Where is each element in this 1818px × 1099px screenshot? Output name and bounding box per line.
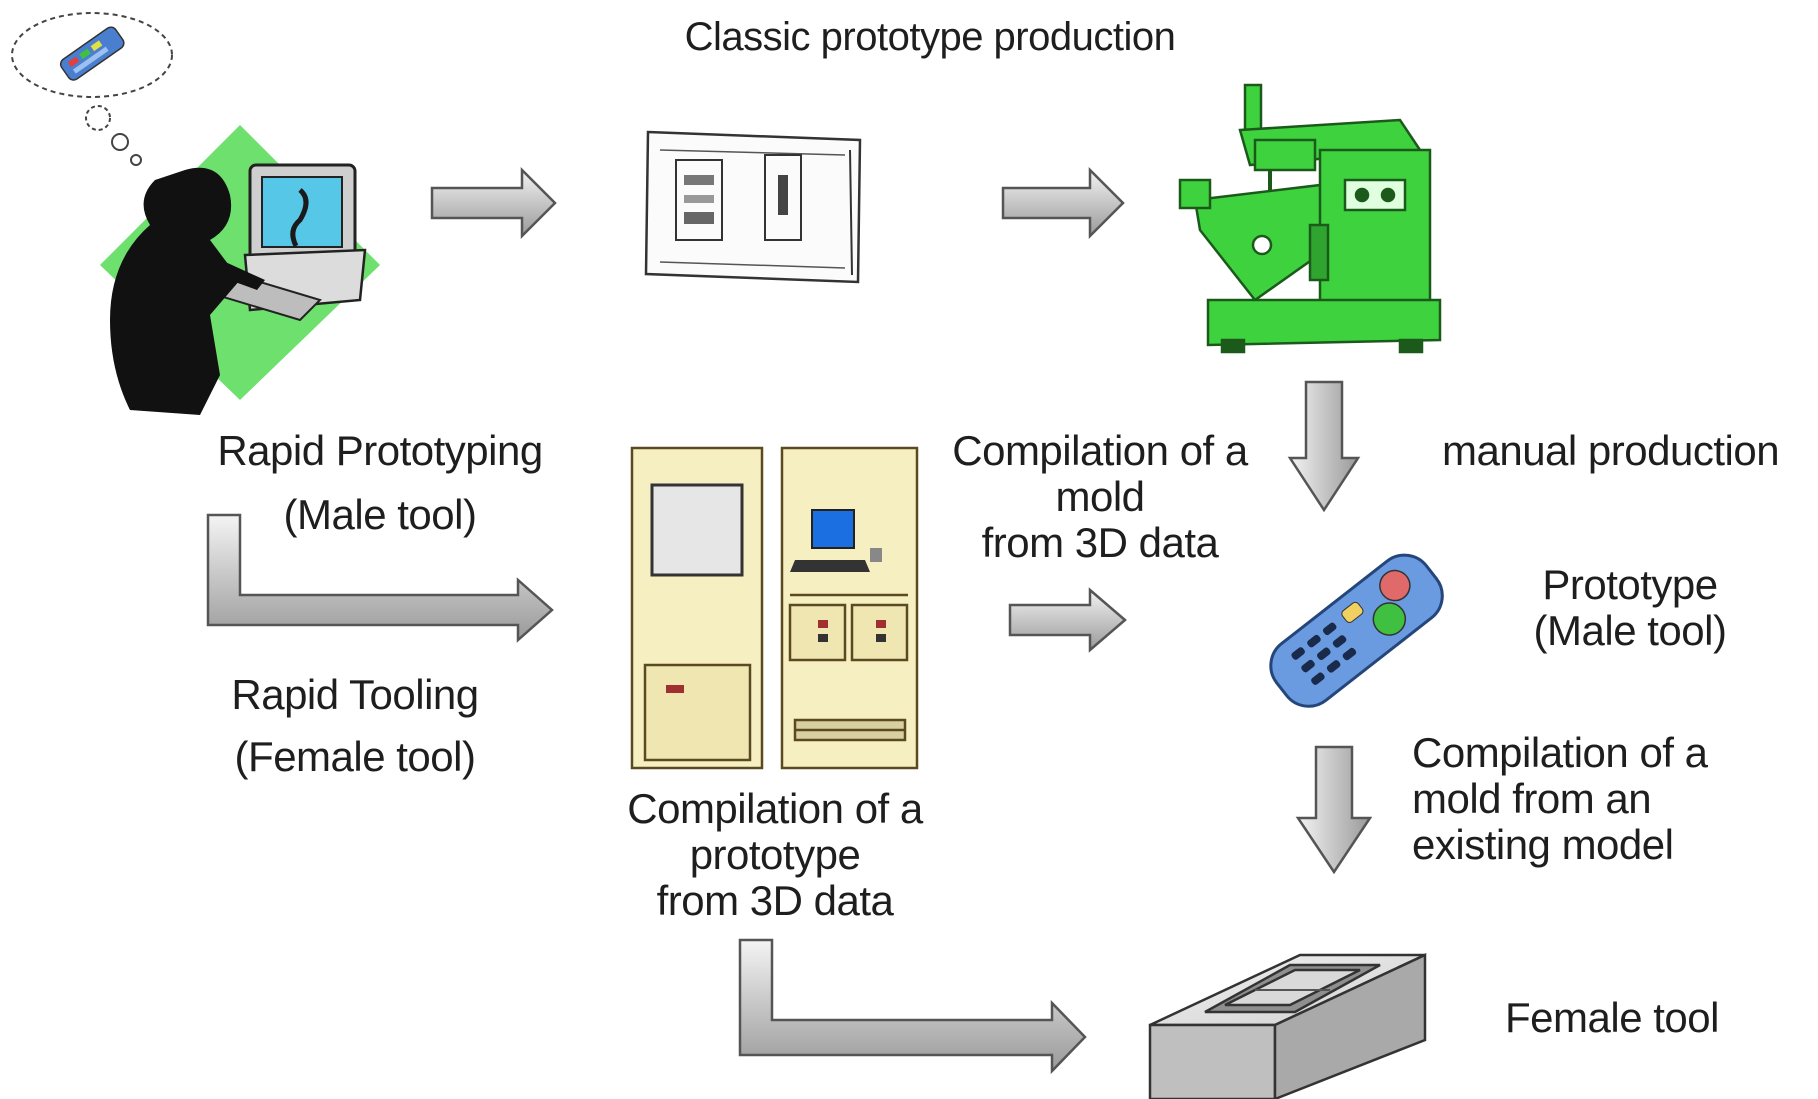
arrow-mold-from-existing-model [1295,745,1373,875]
label-line: from 3D data [981,519,1219,566]
label-line: (Male tool) [1533,607,1727,654]
arrow-mold-from-3d-data [1008,587,1127,653]
label-line: Compilation of a [952,427,1248,474]
arrow-workstation-to-drawing [430,166,557,240]
label-line: (Female tool) [234,733,476,780]
milling-machine-icon [1178,83,1442,354]
label-rapid-prototyping: Rapid Prototyping (Male tool) [185,428,575,538]
label-compilation-prototype: Compilation of a prototype from 3D data [590,786,960,924]
arrow-drawing-to-machine [1001,166,1125,240]
label-line: mold [1055,473,1145,520]
female-mold-icon [1148,953,1427,1099]
label-line: Rapid Prototyping [217,427,543,474]
label-line: existing model [1412,821,1674,868]
label-manual-production: manual production [1442,427,1780,474]
cad-workstation-icon [11,12,380,415]
technical-drawing-icon [644,130,862,284]
label-line: Compilation of a [627,785,923,832]
diagram-title: Classic prototype production [684,15,1176,59]
label-compilation-mold-existing: Compilation of a mold from an existing m… [1412,730,1752,868]
label-prototype-male: Prototype (Male tool) [1500,562,1760,654]
label-line: Prototype [1542,561,1718,608]
remote-control-prototype-icon [1269,553,1444,708]
arrow-rapid-tooling-path [206,513,554,643]
label-female-tool: Female tool [1505,994,1719,1041]
arrow-prototype-to-female-tool [738,938,1087,1075]
rapid-prototyping-machine-icon [630,446,919,770]
label-line: prototype [689,831,861,878]
label-line: from 3D data [656,877,894,924]
label-line: Compilation of a [1412,729,1708,776]
label-line: (Male tool) [283,491,477,538]
label-rapid-tooling: Rapid Tooling (Female tool) [180,672,530,780]
arrow-manual-production [1287,380,1361,513]
label-compilation-mold-3d: Compilation of a mold from 3D data [920,428,1280,566]
label-line: Rapid Tooling [231,671,479,718]
label-line: mold from an [1412,775,1652,822]
